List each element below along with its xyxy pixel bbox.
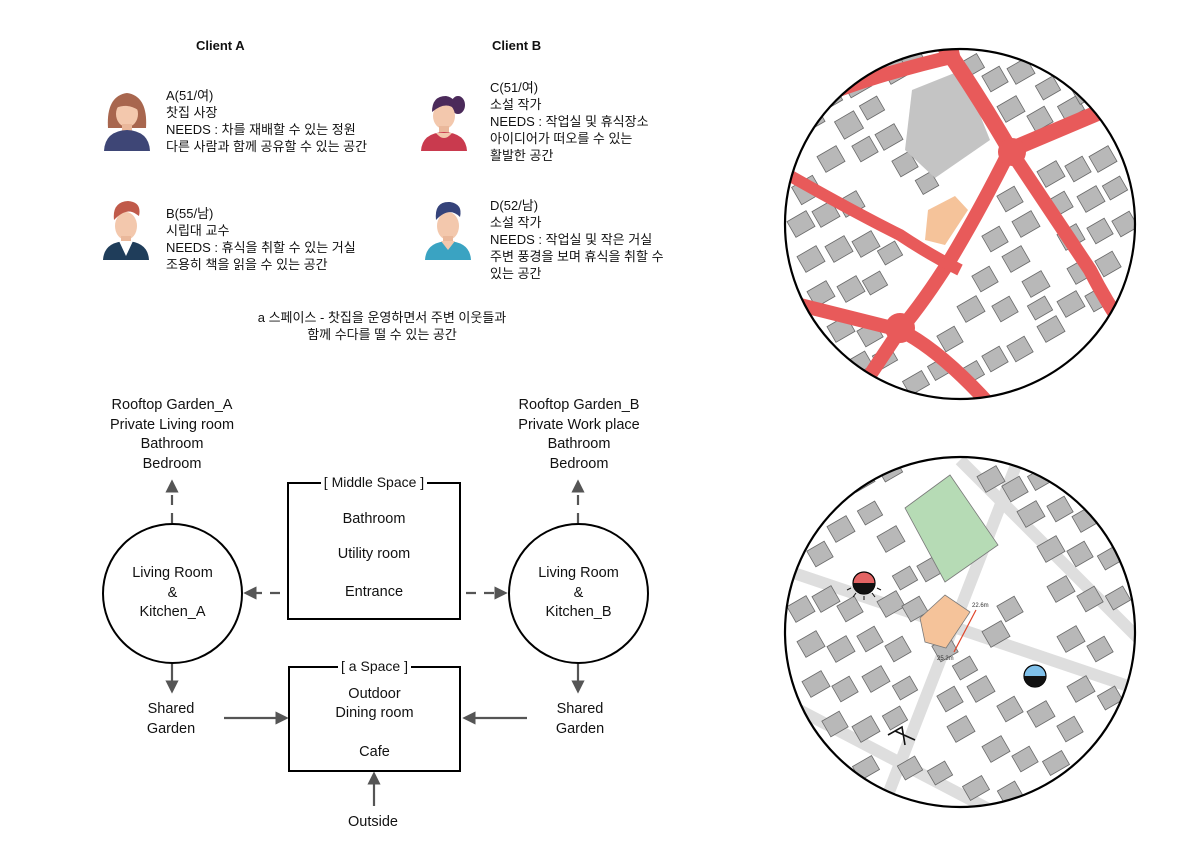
living-kitchen-b-node: Living Room & Kitchen_B <box>508 523 649 664</box>
a-space-summary: a 스페이스 - 찻집을 운영하면서 주변 이웃들과 함께 수다를 떨 수 있는… <box>232 309 532 343</box>
person-d-needs-3: 있는 공간 <box>490 266 542 281</box>
a-space-item-1: Outdoor <box>348 686 401 702</box>
avatar-person-b <box>103 201 149 260</box>
person-d-needs-key: NEEDS <box>490 232 535 247</box>
living-a-line-1: Living Room <box>132 565 213 582</box>
person-b-needs-key: NEEDS <box>166 240 211 255</box>
living-a-line-2: & <box>167 584 178 601</box>
site-dimension-line <box>953 609 977 653</box>
person-b-job: 시립대 교수 <box>166 223 230 238</box>
rooftop-b-line-3: Bathroom <box>547 436 611 452</box>
a-space-box: [ a Space ] Outdoor Dining room Cafe <box>288 658 461 772</box>
rooftop-b-line-2: Private Work place <box>518 416 640 433</box>
bottom-map-border <box>783 455 1137 809</box>
living-b-line-3: Kitchen_B <box>545 604 612 621</box>
living-b-line-1: Living Room <box>538 565 619 582</box>
person-c-info: C(51/여) 소설 작가 NEEDS : 작업실 및 휴식장소 아이디어가 떠… <box>490 79 649 164</box>
a-space-item-3: Cafe <box>359 744 390 760</box>
person-a-needs-key: NEEDS <box>166 122 211 137</box>
person-c-needs-3: 활발한 공간 <box>490 148 554 163</box>
rooftop-a-line-3: Bathroom <box>140 436 204 452</box>
outside-label: Outside <box>348 814 398 830</box>
shared-garden-a-label: Shared Garden <box>121 700 221 739</box>
living-b-line-2: & <box>573 584 584 601</box>
shared-garden-a-line-2: Garden <box>146 720 196 737</box>
rooftop-a-label: Rooftop Garden_A Private Living room Bat… <box>72 396 272 474</box>
bottom-map-site <box>919 594 971 649</box>
middle-space-title: [ Middle Space ] <box>320 474 428 490</box>
rooftop-a-line-4: Bedroom <box>142 455 202 472</box>
avatar-person-a <box>104 93 150 151</box>
sun-icon-blue <box>1023 664 1047 688</box>
avatar-person-c <box>421 96 467 151</box>
middle-space-item-2: Utility room <box>337 546 411 562</box>
person-d-needs-2: 주변 풍경을 보며 휴식을 취할 수 <box>490 249 664 264</box>
middle-space-item-3: Entrance <box>344 584 404 600</box>
person-b-info: B(55/남) 시립대 교수 NEEDS : 휴식을 취할 수 있는 거실 조용… <box>166 205 356 273</box>
person-a-id: A(51/여) <box>166 88 214 103</box>
person-b-needs-2: 조용히 책을 읽을 수 있는 공간 <box>166 257 328 272</box>
rooftop-b-label: Rooftop Garden_B Private Work place Bath… <box>479 396 679 474</box>
sun-icon-red <box>846 571 882 600</box>
rooftop-a-line-2: Private Living room <box>109 416 235 433</box>
person-c-needs-key: NEEDS <box>490 114 535 129</box>
a-space-title: [ a Space ] <box>338 658 411 674</box>
site-dimension-2: 25.3m <box>937 656 954 662</box>
living-a-line-3: Kitchen_A <box>139 604 206 621</box>
middle-space-item-1: Bathroom <box>342 511 406 527</box>
a-space-item-2: Dining room <box>335 705 414 721</box>
top-map-site <box>925 196 968 245</box>
person-c-id: C(51/여) <box>490 80 539 95</box>
living-kitchen-a-node: Living Room & Kitchen_A <box>102 523 243 664</box>
person-d-job: 소설 작가 <box>490 215 542 230</box>
rooftop-b-line-4: Bedroom <box>549 455 609 472</box>
person-c-needs-2: 아이디어가 떠오를 수 있는 <box>490 131 633 146</box>
avatar-person-d <box>425 201 471 260</box>
person-a-needs-2: 다른 사람과 함께 공유할 수 있는 공간 <box>166 139 368 154</box>
rooftop-a-line-1: Rooftop Garden_A <box>111 397 233 413</box>
bottom-map-park <box>904 474 999 583</box>
person-a-job: 찻집 사장 <box>166 105 218 120</box>
middle-space-box: [ Middle Space ] Bathroom Utility room E… <box>287 474 461 620</box>
person-d-id: D(52/남) <box>490 198 539 213</box>
client-b-heading: Client B <box>492 38 542 53</box>
person-b-needs-1: : 휴식을 취할 수 있는 거실 <box>210 240 356 255</box>
shared-garden-b-line-1: Shared <box>556 701 604 717</box>
shared-garden-a-line-1: Shared <box>147 701 195 717</box>
person-c-needs-1: : 작업실 및 휴식장소 <box>534 114 649 129</box>
summary-line-2: 함께 수다를 떨 수 있는 공간 <box>307 327 457 342</box>
person-a-needs-1: : 차를 재배할 수 있는 정원 <box>210 122 356 137</box>
person-d-needs-1: : 작업실 및 작은 거실 <box>534 232 653 247</box>
person-c-job: 소설 작가 <box>490 97 542 112</box>
summary-line-1: a 스페이스 - 찻집을 운영하면서 주변 이웃들과 <box>257 310 507 325</box>
north-arrow-icon <box>887 725 916 746</box>
person-a-info: A(51/여) 찻집 사장 NEEDS : 차를 재배할 수 있는 정원 다른 … <box>166 87 367 155</box>
rooftop-b-line-1: Rooftop Garden_B <box>518 397 640 413</box>
person-b-id: B(55/남) <box>166 206 214 221</box>
shared-garden-b-label: Shared Garden <box>530 700 630 739</box>
shared-garden-b-line-2: Garden <box>555 720 605 737</box>
site-dimension-1: 22.6m <box>972 603 989 609</box>
top-map-border <box>783 47 1137 401</box>
person-d-info: D(52/남) 소설 작가 NEEDS : 작업실 및 작은 거실 주변 풍경을… <box>490 197 664 282</box>
client-a-heading: Client A <box>196 38 245 53</box>
